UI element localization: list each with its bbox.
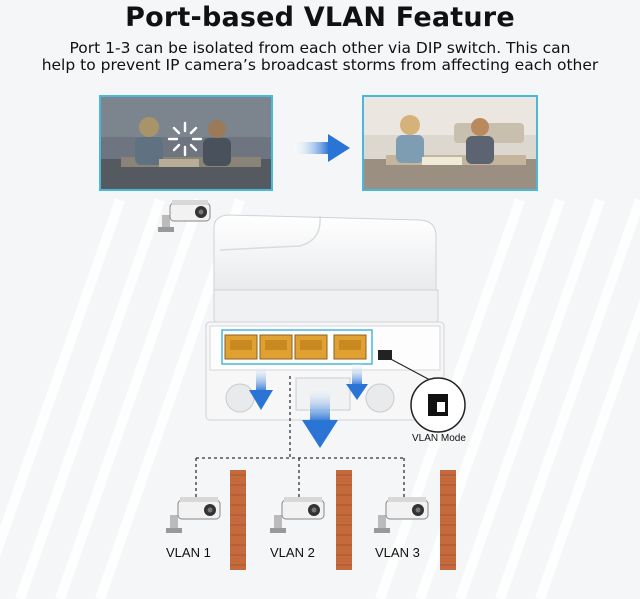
rj45-port-4 xyxy=(333,334,367,360)
rj45-port-3 xyxy=(294,334,328,360)
ip-camera-top-icon xyxy=(158,200,211,232)
vlan-mode-dip-switch-zoom xyxy=(410,377,466,433)
photo-after-vlan xyxy=(362,95,538,191)
subtitle-line-2: help to prevent IP camera’s broadcast st… xyxy=(41,56,599,74)
rj45-port-1 xyxy=(224,334,258,360)
vlan-3-label: VLAN 3 xyxy=(375,545,420,560)
vlan-mode-label: VLAN Mode xyxy=(412,433,466,444)
vlan-2-label: VLAN 2 xyxy=(270,545,315,560)
arrow-down-icon-right xyxy=(346,364,368,400)
page-subtitle: Port 1-3 can be isolated from each other… xyxy=(0,40,640,74)
arrow-down-icon-center xyxy=(302,388,338,448)
arrow-right-icon xyxy=(295,134,350,162)
ip-camera-vlan3-icon xyxy=(374,497,429,533)
subtitle-line-1: Port 1-3 can be isolated from each other… xyxy=(69,39,571,57)
dip-switch xyxy=(378,350,392,360)
page-title: Port-based VLAN Feature xyxy=(125,2,515,33)
vlan-1-label: VLAN 1 xyxy=(166,545,211,560)
vlan-dashed-lines xyxy=(195,376,405,500)
firewall-wall-2 xyxy=(336,470,352,570)
firewall-wall-3 xyxy=(440,470,456,570)
firewall-wall-1 xyxy=(230,470,246,570)
rj45-port-2 xyxy=(259,334,293,360)
ip-camera-vlan2-icon xyxy=(270,497,325,533)
broadcast-storm-icon xyxy=(167,121,203,157)
ip-camera-vlan1-icon xyxy=(166,497,221,533)
arrow-down-icon-left xyxy=(249,366,273,410)
photo-before-storm xyxy=(99,95,273,191)
